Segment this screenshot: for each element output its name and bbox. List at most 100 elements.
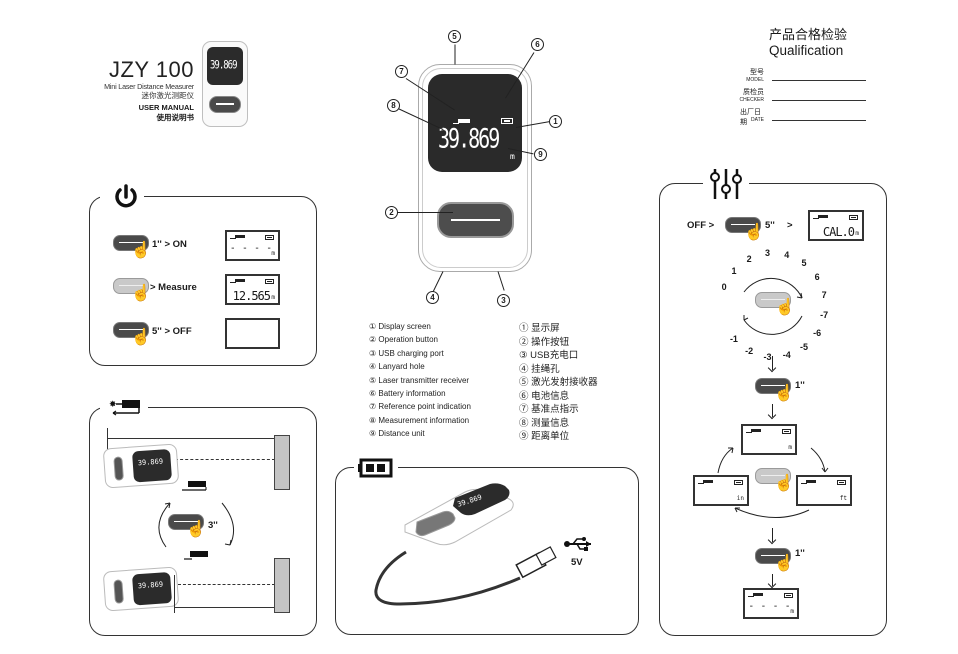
legend-item: ⑦ Reference point indication [369,402,471,412]
reference-point-indicator [453,119,470,124]
device-top-reference: 39.869 [102,443,180,489]
legend-item: ② Operation button [369,335,438,345]
reference-switch-icon: ✸ [109,399,140,416]
svg-text:✸: ✸ [109,399,117,409]
press-button-icon [725,217,761,233]
callout-7: 7 [395,65,408,78]
lcd-ref-icon [748,593,763,597]
hand-pointer-icon: ☝ [186,521,206,538]
flow-arrow [772,574,773,586]
legend-item: ⑦ 基准点指示 [519,404,579,415]
measure-distance-line [174,607,274,608]
checker-label-en: CHECKER [739,97,764,103]
date-label-en: DATE [751,117,764,123]
legend-item: ② 操作按钮 [519,336,570,348]
lcd-ref-icon [813,215,828,219]
lcd-ref-icon [230,235,245,239]
press-button-icon [755,548,791,564]
laser-beam-line [175,459,275,460]
lcd-ref-icon [230,279,245,283]
power-off-label: 5'' > OFF [152,326,192,337]
lcd-value: - - - - [231,243,274,254]
callout-5: 5 [448,30,461,43]
dial-value: 3 [765,248,771,259]
power-panel [89,193,317,366]
date-label-cn: 出厂日期 [740,109,761,126]
subtitle-cn: 迷你激光测距仪 [141,91,195,100]
front-reference-icon [182,481,207,491]
lcd-calibration: CAL.0 m [808,210,864,241]
lcd-unit: m [790,608,794,615]
rear-reference-icon [184,551,208,560]
legend-chinese: ① 显示屏 ② 操作按钮 ③ USB充电口 ④ 挂绳孔 ⑤ 激光发射接收器 ⑥ … [519,322,598,444]
product-thumbnail: 39.869 [202,41,248,127]
thumbnail-display-value: 39.869 [210,59,237,73]
lcd-unit-ft: ft [796,475,852,506]
model-label-en: MODEL [746,77,764,83]
charging-device-illustration [404,483,514,546]
legend-item: ④ Lanyard hole [369,362,425,372]
hold-5s-label: 5'' [765,220,775,231]
device-operation-button [437,202,514,238]
power-icon [115,184,137,208]
lcd-unit-in: in [693,475,749,506]
press-button-icon [168,514,204,530]
measure-origin-line [107,428,108,450]
laser-beam-line [178,584,275,585]
flow-arrow [772,528,773,542]
dial-value: -6 [813,327,822,338]
model-name: JZY 100 [108,57,194,82]
flow-arrow [772,404,773,417]
legend-item: ④ 挂绳孔 [519,363,560,375]
press-button-icon [755,468,791,484]
lcd-ref-icon [746,429,761,433]
press-1s-label: 1'' [795,380,805,391]
device-button [113,456,124,481]
legend-item: ⑤ Laser transmitter receiver [369,375,470,385]
usb-icon [564,537,591,551]
checker-label-cn: 质检员 [743,89,764,96]
legend-item: ⑥ 电池信息 [519,390,570,402]
device-measurement-value: 39.869 [438,122,500,155]
lcd-battery-icon [784,593,793,598]
callout-1: 1 [549,115,562,128]
callout-4: 4 [426,291,439,304]
press-button-icon [113,235,149,251]
lcd-battery-icon [265,279,274,284]
qualification-row-checker: 质检员 CHECKER [740,85,870,105]
dial-value: 6 [814,272,820,283]
lcd-unit: ft [839,495,847,502]
dial-value: -7 [820,309,829,320]
off-label: OFF > [687,220,715,231]
qualification-row-date: 出厂日期 DATE [740,105,870,126]
checker-field-line [772,100,866,101]
date-field-line [772,120,866,121]
panel-notch [100,193,144,199]
unit-cycle-arrows [717,447,829,519]
device-bottom-reference: 39.869 [102,566,180,612]
callout-3: 3 [497,294,510,307]
lcd-ref-icon [698,480,713,484]
legend-item: ③ USB charging port [369,348,444,358]
lcd-battery-icon [837,480,846,485]
hand-pointer-icon: ☝ [774,555,794,572]
lcd-battery-icon [734,480,743,485]
dial-value: -5 [800,341,809,352]
hand-pointer-icon: ☝ [744,224,764,241]
device-body [422,68,528,268]
press-button-icon [755,378,791,394]
target-wall [274,435,290,490]
calibration-dial-arrows [743,277,803,335]
product-title-block: JZY 100 Mini Laser Distance Measurer 迷你激… [82,58,194,123]
dial-value: 2 [746,253,752,264]
manual-label-en: USER MANUAL [138,103,194,112]
device-diagram: 39.869 m [418,64,532,272]
dial-value: -4 [782,350,791,361]
lcd-unit: m [855,230,859,237]
measure-label: > Measure [150,282,197,293]
measure-distance-line [107,438,275,439]
voltage-label: 5V [571,557,583,568]
lcd-unit: m [271,250,275,257]
legend-item: ⑧ Measurement information [369,415,470,425]
callout-9: 9 [534,148,547,161]
